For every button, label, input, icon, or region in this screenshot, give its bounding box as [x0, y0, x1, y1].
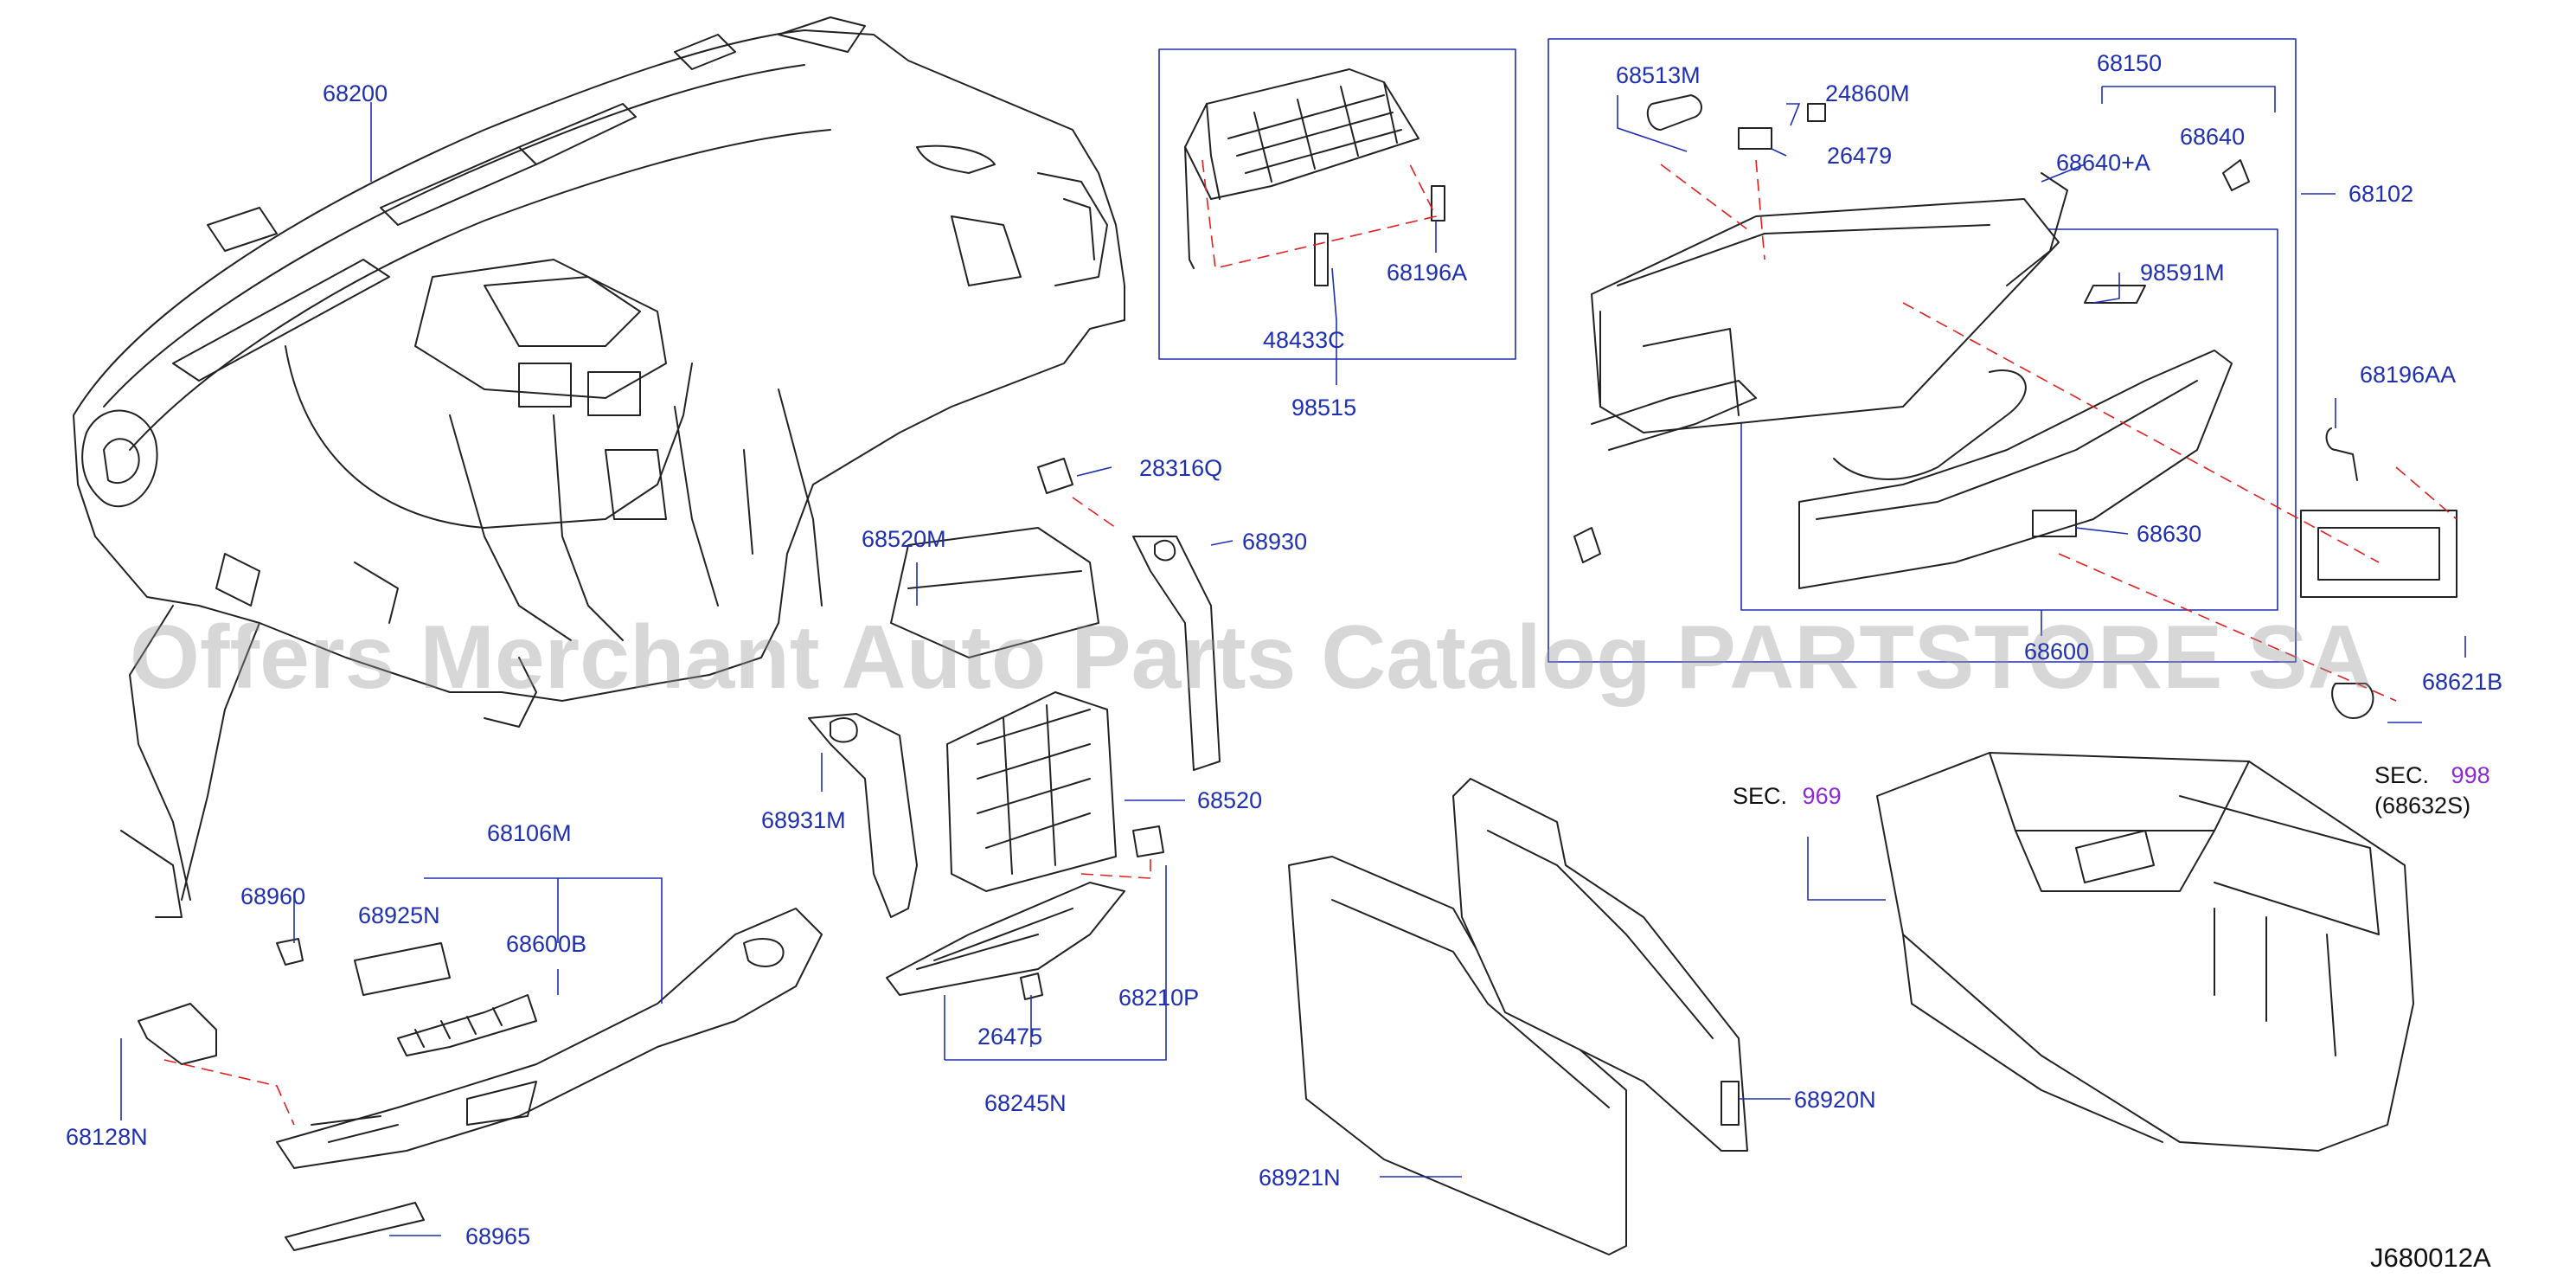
section-number: 969: [1802, 783, 1842, 809]
part-label-26475[interactable]: 26475: [977, 1024, 1043, 1050]
center-console-drawing: [1876, 752, 2414, 1152]
part-label-68150[interactable]: 68150: [2097, 50, 2163, 76]
section-ref-998[interactable]: SEC. 998: [2374, 764, 2490, 787]
section-prefix: SEC.: [2374, 762, 2430, 788]
part-label-98591m[interactable]: 98591M: [2140, 260, 2225, 286]
part-label-68600[interactable]: 68600: [2024, 639, 2090, 664]
part-label-68930[interactable]: 68930: [1242, 529, 1308, 555]
part-label-68640[interactable]: 68640: [2180, 124, 2246, 150]
part-label-68513m[interactable]: 68513M: [1616, 62, 1701, 88]
part-label-68925n[interactable]: 68925N: [358, 902, 440, 928]
part-label-68921n[interactable]: 68921N: [1259, 1165, 1341, 1191]
part-label-68931m[interactable]: 68931M: [761, 807, 846, 833]
leader-lines: [120, 86, 2466, 1236]
section-prefix: SEC.: [1733, 783, 1788, 809]
section-ref-969[interactable]: SEC. 969: [1733, 785, 1842, 808]
part-label-68520m[interactable]: 68520M: [862, 526, 946, 552]
airbag-module-drawing: [1158, 48, 1516, 360]
part-label-68106m[interactable]: 68106M: [487, 820, 572, 846]
part-label-68520[interactable]: 68520: [1197, 787, 1263, 813]
center-stack-drawing: [808, 458, 1221, 1000]
part-label-68640a[interactable]: 68640+A: [2056, 150, 2150, 176]
part-label-68630[interactable]: 68630: [2137, 521, 2202, 547]
part-label-68965[interactable]: 68965: [465, 1223, 531, 1249]
part-label-68200[interactable]: 68200: [323, 80, 388, 106]
part-label-68920n[interactable]: 68920N: [1794, 1087, 1876, 1113]
part-label-68960[interactable]: 68960: [240, 883, 306, 909]
glove-box-drawing: [1548, 38, 2457, 719]
instrument-panel-drawing: [73, 16, 1125, 918]
part-label-68102[interactable]: 68102: [2349, 181, 2414, 207]
part-label-68128n[interactable]: 68128N: [66, 1124, 148, 1150]
part-label-24860m[interactable]: 24860M: [1825, 80, 1910, 106]
part-label-68210p[interactable]: 68210P: [1118, 985, 1200, 1011]
part-label-68196aa[interactable]: 68196AA: [2360, 362, 2457, 388]
part-label-26479[interactable]: 26479: [1827, 143, 1893, 169]
dashed-leader-lines: [163, 159, 2457, 1126]
diagram-code: J680012A: [2370, 1242, 2491, 1273]
lower-panel-drawing: [138, 908, 823, 1251]
part-label-68632s[interactable]: (68632S): [2374, 793, 2471, 819]
part-label-68196a[interactable]: 68196A: [1387, 260, 1468, 286]
part-label-68245n[interactable]: 68245N: [984, 1090, 1067, 1116]
part-label-98515[interactable]: 98515: [1291, 395, 1357, 421]
section-number: 998: [2451, 762, 2490, 788]
part-label-48433c[interactable]: 48433C: [1263, 327, 1345, 353]
part-label-68600b[interactable]: 68600B: [506, 931, 587, 957]
part-label-68621b[interactable]: 68621B: [2422, 669, 2503, 695]
part-label-28316q[interactable]: 28316Q: [1139, 455, 1223, 481]
console-side-panels-drawing: [1288, 778, 1748, 1255]
